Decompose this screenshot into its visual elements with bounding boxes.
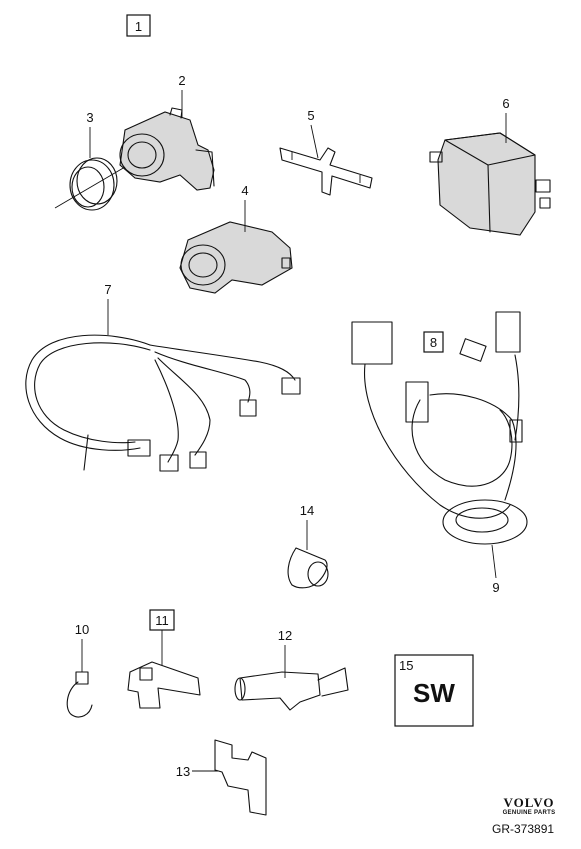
brand-logo: VOLVO GENUINE PARTS xyxy=(494,795,564,816)
svg-text:6: 6 xyxy=(502,96,509,111)
part-4-sensor-holder[interactable] xyxy=(179,221,293,294)
brand-tagline: GENUINE PARTS xyxy=(502,810,556,816)
part-2-parking-sensor[interactable] xyxy=(119,107,215,191)
callout-14: 14 xyxy=(300,503,314,550)
part-13-clip-plate[interactable] xyxy=(214,739,267,816)
svg-text:12: 12 xyxy=(278,628,292,643)
part-15-software-box[interactable]: 15 SW xyxy=(394,654,474,727)
svg-text:10: 10 xyxy=(75,622,89,637)
svg-text:4: 4 xyxy=(241,183,248,198)
svg-text:5: 5 xyxy=(307,108,314,123)
callout-13: 13 xyxy=(176,764,218,779)
callout-7: 7 xyxy=(104,282,112,335)
part-3-sensor-ring[interactable] xyxy=(69,157,118,211)
svg-text:2: 2 xyxy=(178,73,185,88)
part-5-bracket[interactable] xyxy=(279,147,373,196)
svg-text:1: 1 xyxy=(135,19,142,34)
callout-2: 2 xyxy=(178,73,186,118)
group-label-1: 1 xyxy=(126,14,151,37)
part-6-control-module[interactable] xyxy=(429,132,551,236)
svg-text:3: 3 xyxy=(86,110,93,125)
part-12-cable-holder[interactable] xyxy=(234,667,349,711)
svg-text:11: 11 xyxy=(155,613,169,628)
callout-10: 10 xyxy=(75,622,89,672)
diagram-reference: GR-373891 xyxy=(492,822,555,836)
svg-text:7: 7 xyxy=(104,282,111,297)
callout-11: 11 xyxy=(149,609,175,665)
part-7-wiring-harness[interactable] xyxy=(25,334,301,472)
svg-text:8: 8 xyxy=(430,335,437,350)
callout-5: 5 xyxy=(307,108,319,159)
part-9-grommet[interactable] xyxy=(442,499,528,545)
svg-text:13: 13 xyxy=(176,764,190,779)
callout-3: 3 xyxy=(54,110,126,209)
callout-4: 4 xyxy=(241,183,249,232)
svg-text:15: 15 xyxy=(399,658,413,673)
callout-8: 8 xyxy=(423,331,444,353)
part-11-clip[interactable] xyxy=(127,661,201,709)
part-14-grommet[interactable] xyxy=(287,547,329,589)
callout-12: 12 xyxy=(278,628,292,678)
part-8-cable-harness[interactable] xyxy=(351,311,523,519)
brand-name: VOLVO xyxy=(503,795,555,810)
part-10-cable-tie[interactable] xyxy=(66,671,93,718)
svg-text:9: 9 xyxy=(492,580,499,595)
callout-6: 6 xyxy=(502,96,510,143)
callout-9: 9 xyxy=(491,544,500,595)
svg-text:14: 14 xyxy=(300,503,314,518)
svg-text:SW: SW xyxy=(413,678,455,708)
